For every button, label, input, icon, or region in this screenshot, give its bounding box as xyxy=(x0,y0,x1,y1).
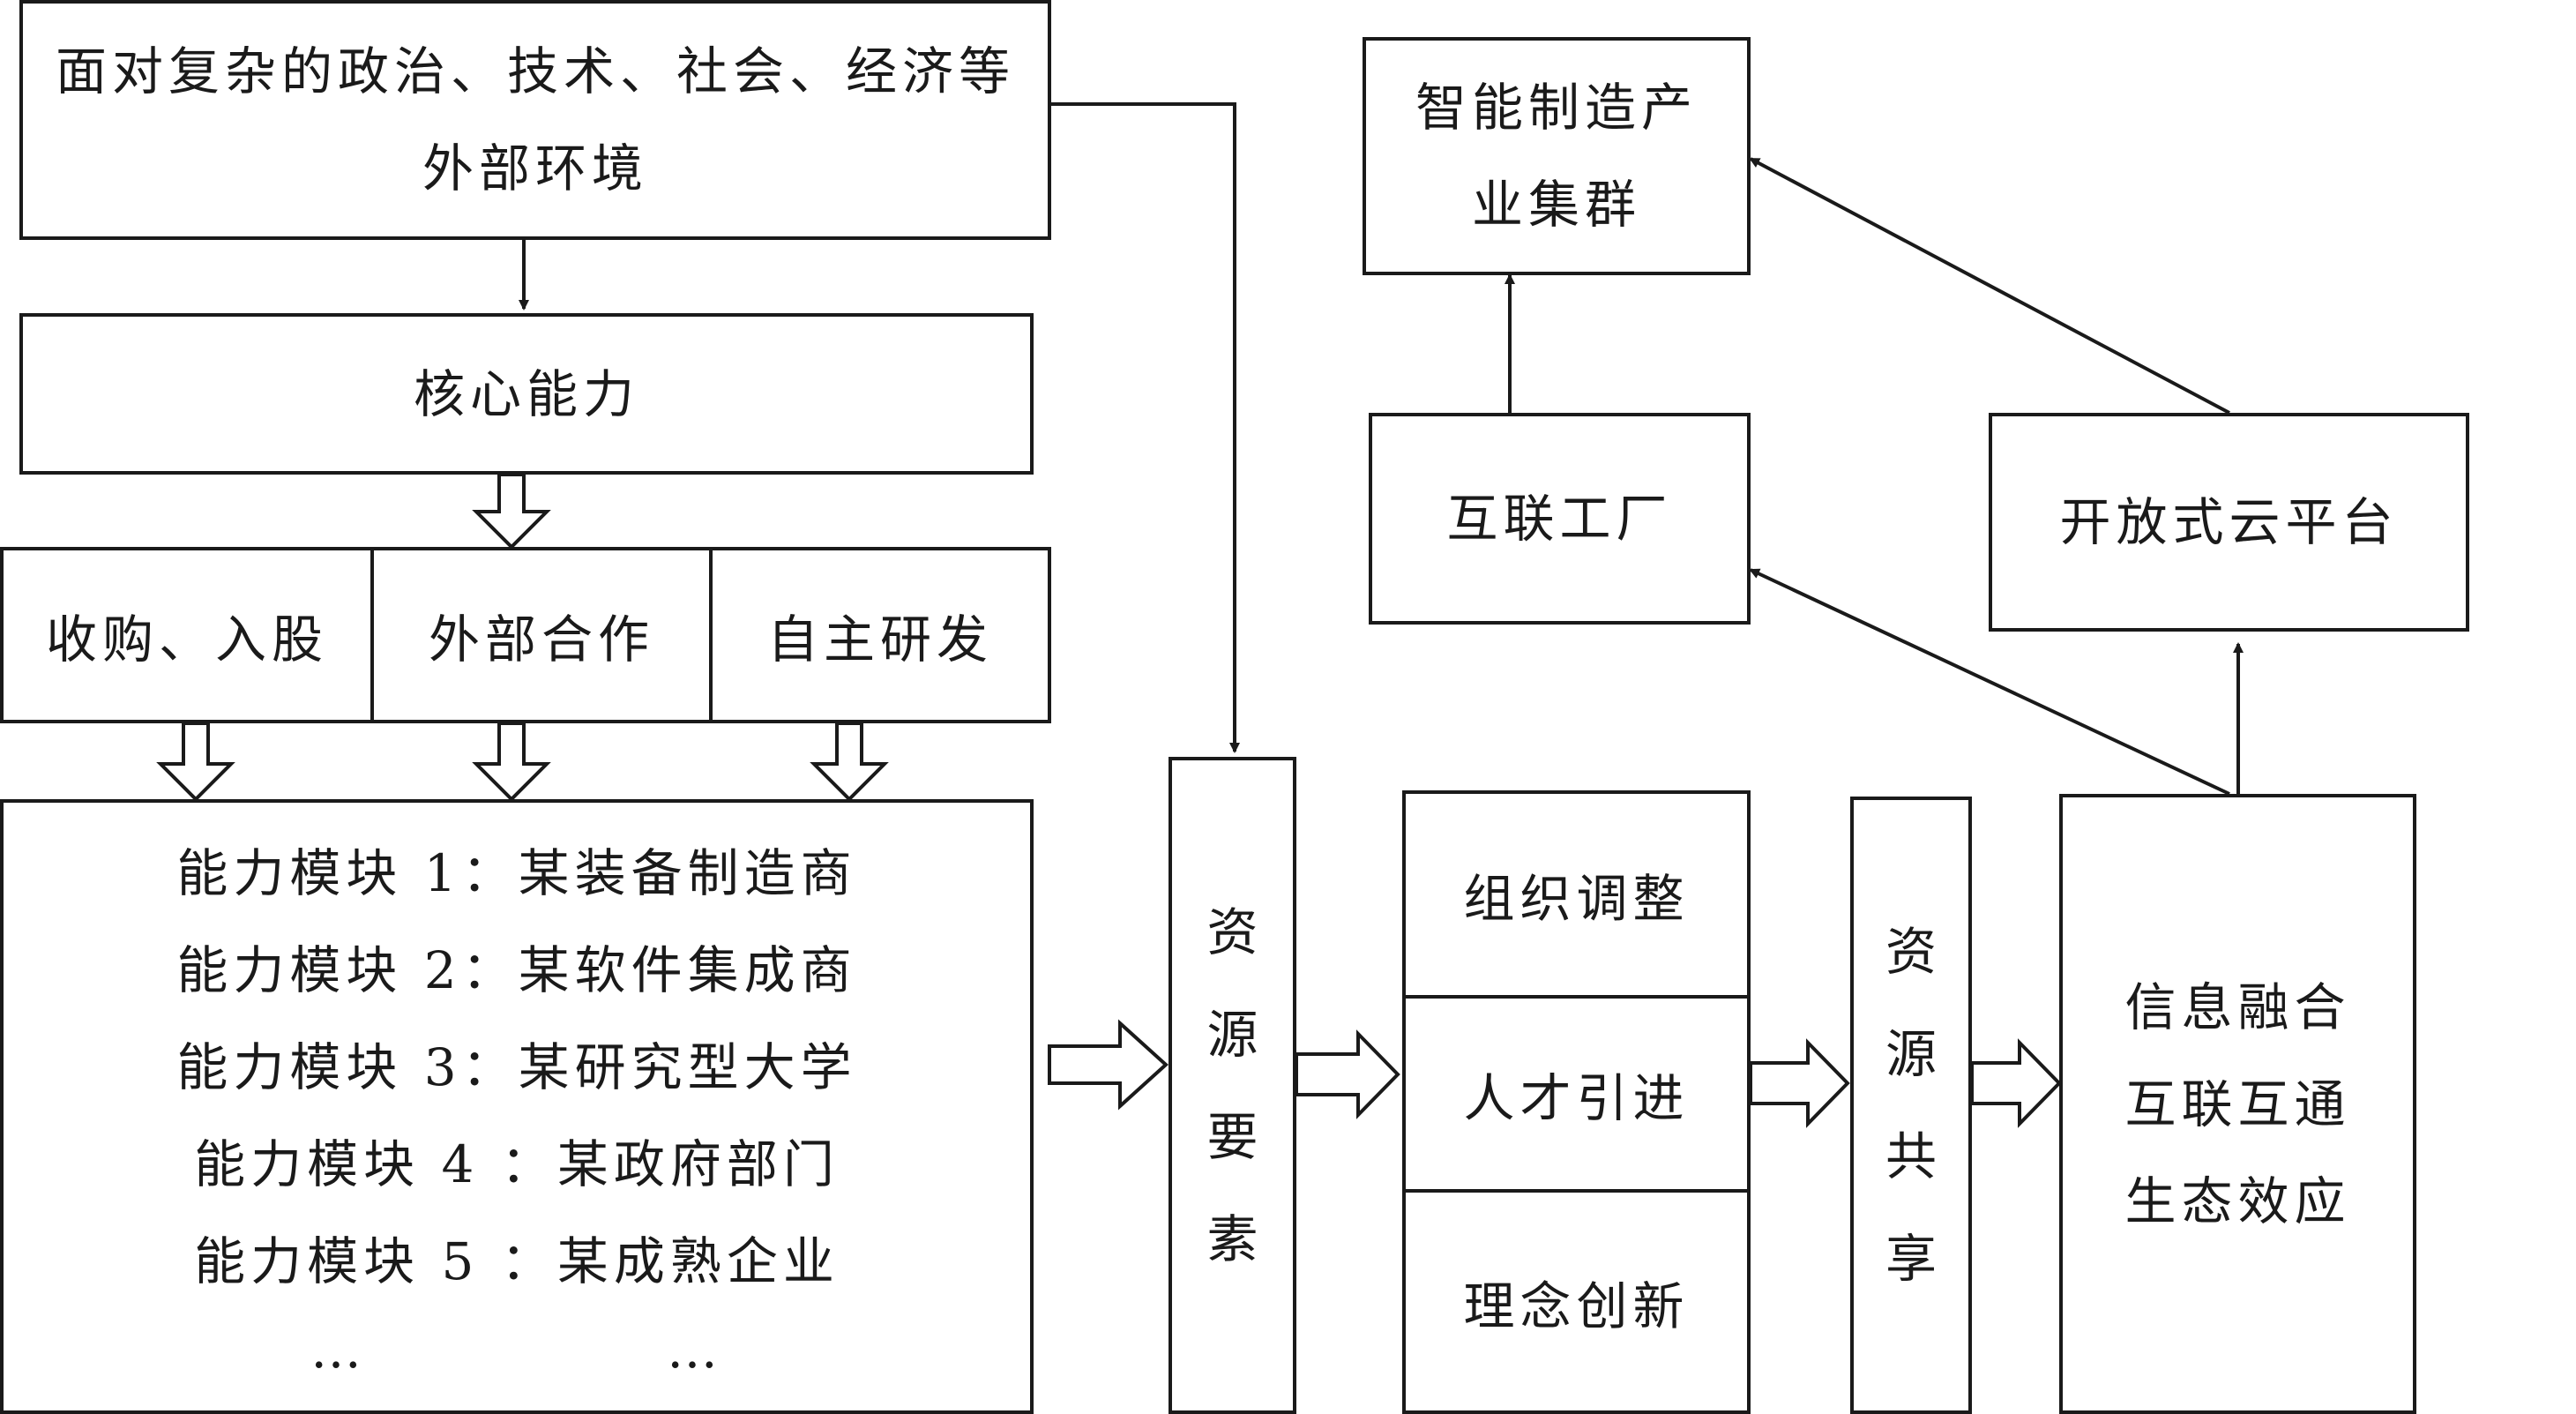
hollow-arrow-path1-to-modules xyxy=(156,722,235,802)
factory-label: 互联工厂 xyxy=(1446,489,1673,549)
resource-sharing-char-3: 共 xyxy=(1885,1126,1937,1186)
effect-information-fusion: 信息融合 xyxy=(2124,976,2351,1037)
adjustment-organization: 组织调整 xyxy=(1406,794,1747,999)
core-capability-box: 核心能力 xyxy=(19,313,1034,475)
module-2: 能力模块 2：某软件集成商 xyxy=(176,939,857,1000)
arrow-cloud-to-cluster xyxy=(1749,157,2230,415)
path-independent-rd: 自主研发 xyxy=(713,550,1048,720)
environment-line-2: 外部环境 xyxy=(422,138,648,198)
resource-sharing-char-2: 源 xyxy=(1885,1024,1937,1084)
hollow-arrow-modules-to-resources xyxy=(1048,1019,1169,1111)
environment-line-1: 面对复杂的政治、技术、社会、经济等 xyxy=(55,41,1015,101)
capability-paths-row: 收购、入股 外部合作 自主研发 xyxy=(0,547,1051,723)
modules-ellipsis-left: … xyxy=(310,1319,367,1380)
adjustment-organization-label: 组织调整 xyxy=(1463,869,1690,929)
module-4: 能力模块 4 ：某政府部门 xyxy=(194,1133,840,1194)
resource-elements-char-3: 要 xyxy=(1206,1106,1258,1167)
arrow-effects-to-factory xyxy=(1749,568,2230,796)
cluster-line-2: 业集群 xyxy=(1471,175,1641,235)
path-acquisition: 收购、入股 xyxy=(4,550,374,720)
arrow-env-to-resources xyxy=(1045,102,1240,753)
resource-elements-char-4: 素 xyxy=(1206,1208,1258,1269)
interconnected-factory-box: 互联工厂 xyxy=(1369,413,1751,625)
path-external-cooperation-label: 外部合作 xyxy=(428,610,654,670)
module-5: 能力模块 5 ：某成熟企业 xyxy=(194,1231,840,1291)
resource-sharing-char-1: 资 xyxy=(1885,922,1937,982)
resource-elements-char-2: 源 xyxy=(1206,1004,1258,1065)
adjustment-concept: 理念创新 xyxy=(1406,1193,1747,1410)
cluster-line-1: 智能制造产 xyxy=(1415,78,1698,138)
open-cloud-platform-box: 开放式云平台 xyxy=(1989,413,2469,632)
resource-elements-box: 资 源 要 素 xyxy=(1169,757,1296,1414)
resource-elements-char-1: 资 xyxy=(1206,902,1258,962)
hollow-arrow-path3-to-modules xyxy=(810,722,889,802)
effect-interconnection: 互联互通 xyxy=(2124,1074,2351,1134)
external-environment-box: 面对复杂的政治、技术、社会、经济等 外部环境 xyxy=(19,0,1051,240)
cloud-label: 开放式云平台 xyxy=(2059,492,2399,552)
hollow-arrow-core-to-paths xyxy=(472,473,551,550)
adjustments-stack: 组织调整 人才引进 理念创新 xyxy=(1402,790,1751,1414)
hollow-arrow-path2-to-modules xyxy=(472,722,551,802)
path-acquisition-label: 收购、入股 xyxy=(45,610,328,670)
path-external-cooperation: 外部合作 xyxy=(374,550,713,720)
hollow-arrow-resources-to-adjust xyxy=(1295,1029,1400,1119)
module-1: 能力模块 1：某装备制造商 xyxy=(176,842,857,903)
adjustment-talent-label: 人才引进 xyxy=(1463,1068,1690,1128)
path-independent-rd-label: 自主研发 xyxy=(766,610,993,670)
smart-manufacturing-cluster-box: 智能制造产 业集群 xyxy=(1363,37,1751,275)
module-3: 能力模块 3：某研究型大学 xyxy=(176,1036,857,1097)
resource-sharing-box: 资 源 共 享 xyxy=(1850,797,1972,1414)
hollow-arrow-sharing-to-effects xyxy=(1970,1038,2062,1128)
effect-ecosystem: 生态效应 xyxy=(2124,1171,2351,1231)
modules-ellipsis-right: … xyxy=(667,1319,723,1380)
effects-box: 信息融合 互联互通 生态效应 xyxy=(2059,794,2416,1414)
hollow-arrow-adjust-to-sharing xyxy=(1749,1038,1850,1128)
resource-sharing-char-4: 享 xyxy=(1885,1229,1937,1289)
modules-ellipsis-row: … … xyxy=(310,1310,723,1389)
adjustment-concept-label: 理念创新 xyxy=(1463,1276,1690,1336)
adjustment-talent: 人才引进 xyxy=(1406,999,1747,1193)
capability-modules-box: 能力模块 1：某装备制造商 能力模块 2：某软件集成商 能力模块 3：某研究型大… xyxy=(0,799,1034,1414)
core-capability-label: 核心能力 xyxy=(413,363,639,424)
